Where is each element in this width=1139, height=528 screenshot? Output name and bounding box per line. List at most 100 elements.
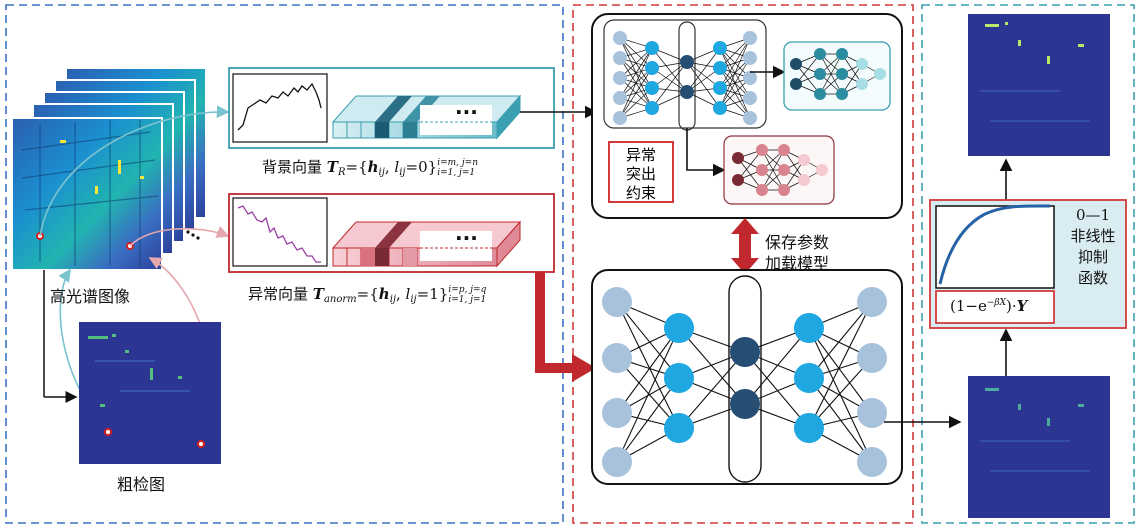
network-node (857, 343, 887, 373)
network-node (602, 343, 632, 373)
network-node (645, 101, 659, 115)
network-node (756, 144, 768, 156)
autoencoder-small (613, 31, 757, 125)
latent-large-frame (728, 275, 762, 483)
autoencoder-small-frame (603, 19, 767, 129)
network-edge (619, 87, 653, 119)
anomaly-constraint-line2: 突出 (625, 165, 656, 183)
network-node (680, 85, 694, 99)
network-node (713, 41, 727, 55)
suppression-formula: (1−e−βX)·Y (950, 297, 1027, 315)
network-edge (808, 301, 873, 429)
network-edge (686, 47, 721, 93)
network-edge (819, 53, 843, 95)
network-edge (686, 61, 721, 89)
network-edge (616, 301, 680, 379)
anomaly-spectrum-curve (237, 205, 321, 263)
suppression-range: 0—1 (1075, 206, 1111, 224)
background-T-sub: R (337, 167, 346, 178)
hyperspectral-image-label: 高光谱图像 (50, 287, 131, 306)
background-vector-box (228, 67, 555, 149)
network-node (602, 398, 632, 428)
formula-box (935, 290, 1055, 324)
anomaly-constraint-line3: 约束 (625, 184, 656, 202)
suppression-open: (1−e (950, 297, 987, 315)
network-node (778, 184, 790, 196)
anomaly-vector-box (228, 193, 555, 273)
anomaly-to-network-arrow (535, 272, 576, 373)
anomaly-sup: i=p, j=q (448, 285, 487, 295)
network-node (856, 58, 868, 70)
suppression-close: )· (1006, 297, 1017, 315)
network-edge (841, 63, 863, 95)
network-node (798, 154, 810, 166)
network-edge (616, 357, 680, 429)
network-node (814, 88, 826, 100)
anomaly-l-sub: ij (410, 294, 417, 305)
coarse-detection-map (43, 270, 221, 464)
suppression-exponent: −βX (986, 298, 1006, 308)
network-node (790, 78, 802, 90)
suppression-line1: 非线性 (1070, 227, 1116, 245)
network-edge (761, 149, 785, 191)
network-edge (719, 57, 751, 109)
network-edge (651, 67, 688, 93)
network-edge (678, 327, 746, 405)
network-edge (719, 77, 751, 109)
network-node (756, 164, 768, 176)
network-edge (619, 47, 653, 79)
network-node (613, 51, 627, 65)
network-node (730, 389, 760, 419)
network-node (713, 81, 727, 95)
network-edge (808, 327, 873, 414)
network-edge (719, 37, 751, 109)
network-node (794, 363, 824, 393)
anomaly-l-val: =1 (416, 285, 439, 303)
panel-output (921, 4, 1135, 524)
network-edge (795, 53, 821, 85)
network-edge (651, 61, 688, 89)
save-load-arrow (731, 218, 759, 274)
network-edge (616, 327, 680, 414)
network-node (613, 111, 627, 125)
network-node (730, 337, 760, 367)
background-l-sub: ij (399, 167, 406, 178)
anomaly-l: l (405, 285, 411, 303)
anomaly-vector-prefix: 异常向量 (248, 285, 309, 303)
network-node (713, 61, 727, 75)
coarse-map-label: 粗检图 (117, 475, 166, 494)
network-edge (737, 157, 763, 191)
anomaly-h-sub: ij (389, 294, 396, 305)
background-pixel-link (39, 105, 230, 237)
network-node (814, 68, 826, 80)
network-node (857, 447, 887, 477)
background-vector-prefix: 背景向量 (262, 158, 323, 176)
function-plot-box (935, 205, 1055, 289)
network-edge (619, 67, 653, 119)
background-l-val: =0 (405, 158, 428, 176)
network-node (613, 31, 627, 45)
network-node (664, 413, 694, 443)
network-edge (678, 351, 746, 429)
network-node (743, 31, 757, 45)
background-eq: = (345, 158, 359, 176)
network-edge (619, 47, 653, 99)
anomaly-T: T (312, 285, 324, 303)
network-edge (616, 377, 680, 463)
network-node (857, 398, 887, 428)
network-edge (719, 37, 751, 69)
anomaly-constraint-box: 异常 突出 约束 (608, 141, 674, 203)
network-node (874, 68, 886, 80)
background-sub: i=1, j=1 (437, 168, 476, 178)
network-edge (651, 61, 688, 109)
network-edge (808, 301, 873, 379)
network-node (732, 174, 744, 186)
network-edge (616, 301, 680, 429)
anomaly-constraint-line1: 异常 (625, 146, 656, 164)
network-edge (783, 159, 805, 191)
ae-to-anomaly-net-arrow (686, 128, 726, 177)
network-edge (619, 47, 653, 119)
